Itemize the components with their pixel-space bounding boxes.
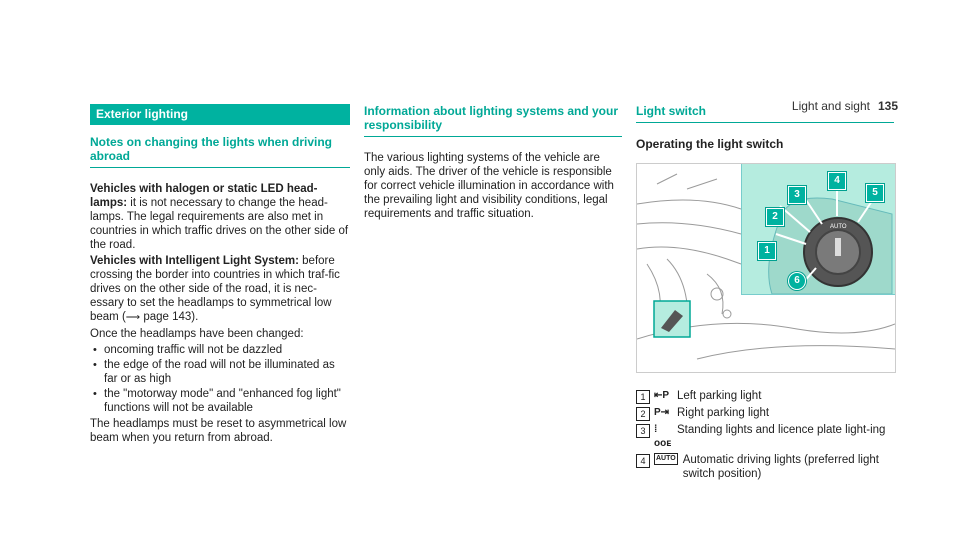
list-item: the edge of the road will not be illumin… [90, 358, 350, 386]
once-changed-paragraph: Once the headlamps have been changed: [90, 328, 304, 340]
column-responsibility: Information about lighting systems and y… [364, 104, 622, 223]
page-ref-arrow-icon: ⟶ [125, 312, 141, 323]
callout-4: 4 [828, 172, 846, 190]
callout-6: 6 [788, 272, 806, 290]
responsibility-paragraph: The various lighting systems of the vehi… [364, 152, 614, 220]
legend-number: 3 [636, 424, 650, 438]
auto-label: AUTO [830, 224, 847, 230]
legend-item: 3 ⁞ooᴇ Standing lights and licence plate… [636, 423, 894, 451]
notes-heading: Notes on changing the lights when drivin… [90, 135, 350, 168]
section-title: Light and sight [791, 99, 870, 113]
legend-text: Automatic driving lights (preferred ligh… [682, 454, 879, 480]
callout-1: 1 [758, 242, 776, 260]
standing-light-icon: ⁞ooᴇ [654, 424, 672, 449]
legend-number: 1 [636, 390, 650, 404]
running-header: Light and sight 135 [792, 99, 898, 113]
page-number: 135 [877, 99, 898, 113]
legend-number: 4 [636, 454, 650, 468]
list-item: the "motorway mode" and "enhanced fog li… [90, 387, 350, 415]
legend-item: 2 P⇥ Right parking light [636, 406, 894, 421]
effects-list: oncoming traffic will not be dazzled the… [90, 343, 350, 415]
section-banner: Exterior lighting [90, 104, 350, 125]
reset-paragraph: The headlamps must be reset to asymmetri… [90, 418, 347, 444]
column-exterior-lighting: Exterior lighting Notes on changing the … [90, 104, 350, 447]
left-parking-light-icon: ⇤P [654, 390, 670, 401]
callout-3: 3 [788, 186, 806, 204]
legend-number: 2 [636, 407, 650, 421]
operating-subheading: Operating the light switch [636, 137, 784, 151]
list-item: oncoming traffic will not be dazzled [90, 343, 350, 357]
halogen-paragraph: Vehicles with halogen or static LED head… [90, 183, 349, 251]
light-switch-heading: Light switch [636, 104, 894, 123]
callout-2: 2 [766, 208, 784, 226]
switch-closeup-inset: AUTO 1 2 3 4 5 6 [741, 164, 895, 295]
legend-text: Right parking light [677, 407, 770, 419]
legend-item: 1 ⇤P Left parking light [636, 389, 894, 404]
legend-text: Standing lights and licence plate light-… [677, 424, 886, 436]
light-switch-figure: AUTO 1 2 3 4 5 6 [636, 163, 896, 373]
column-light-switch: Light switch Operating the light switch [636, 104, 896, 483]
legend-item: 4 AUTO Automatic driving lights (preferr… [636, 453, 894, 481]
right-parking-light-icon: P⇥ [654, 407, 670, 418]
callout-5: 5 [866, 184, 884, 202]
switch-location-marker [653, 300, 691, 338]
auto-light-icon: AUTO [654, 453, 678, 465]
ils-paragraph: Vehicles with Intelligent Light System: … [90, 255, 340, 323]
legend-text: Left parking light [677, 390, 762, 402]
page-ref-link[interactable]: page 143). [140, 311, 199, 323]
responsibility-heading: Information about lighting systems and y… [364, 104, 622, 137]
switch-legend: 1 ⇤P Left parking light 2 P⇥ Right parki… [636, 389, 894, 481]
